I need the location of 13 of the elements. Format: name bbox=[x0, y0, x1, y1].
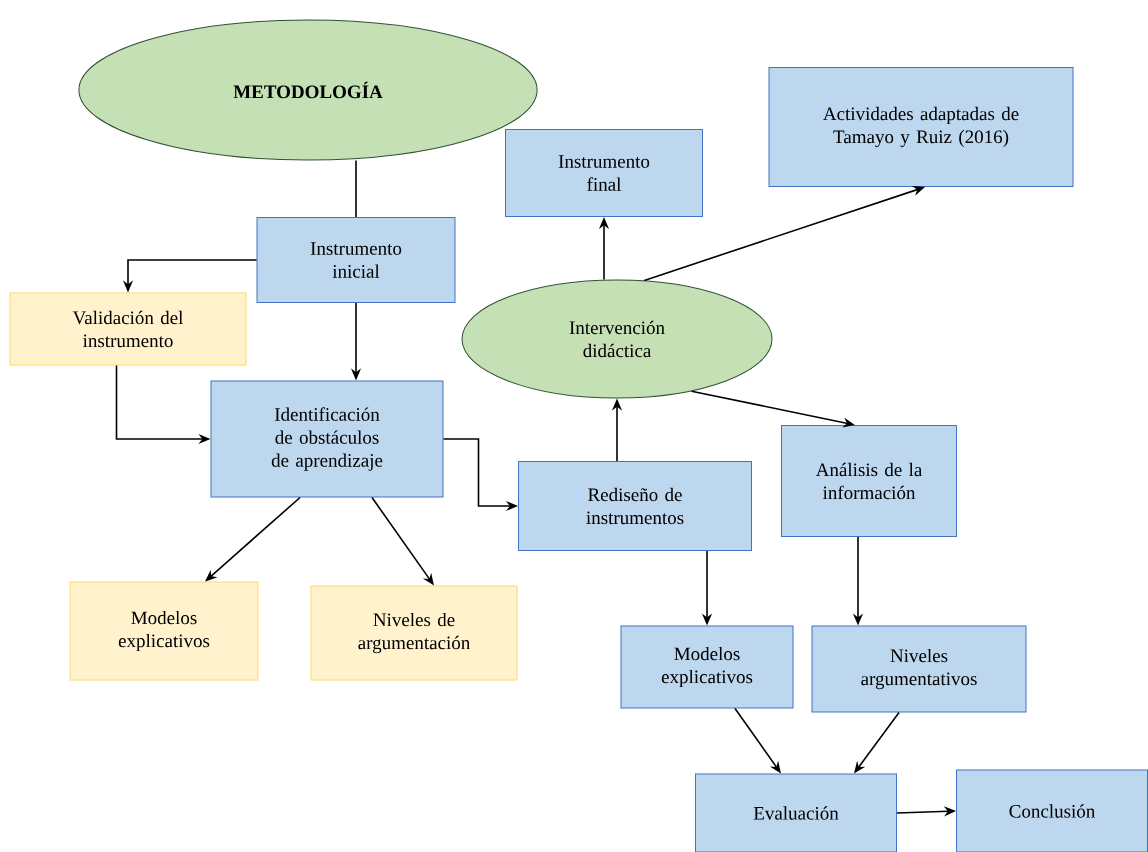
process-box: Actividades adaptadas de Tamayo y Ruiz (2016) bbox=[768, 67, 1074, 187]
process-box: Niveles argumentativos bbox=[811, 625, 1027, 713]
process-box: Instrumento final bbox=[505, 129, 703, 217]
process-box: Modelos explicativos bbox=[620, 625, 794, 709]
process-box: Instrumento inicial bbox=[256, 217, 456, 303]
process-box: Rediseño de instrumentos bbox=[518, 461, 752, 551]
process-box: Modelos explicativos bbox=[69, 581, 259, 681]
process-box: Conclusión bbox=[956, 769, 1148, 852]
process-box: Validación del instrumento bbox=[9, 292, 247, 366]
process-box: Análisis de la información bbox=[781, 425, 957, 537]
process-box: Evaluación bbox=[695, 773, 897, 852]
process-box: Niveles de argumentación bbox=[310, 585, 518, 681]
process-box: Identificación de obstáculos de aprendizaje bbox=[210, 380, 444, 498]
